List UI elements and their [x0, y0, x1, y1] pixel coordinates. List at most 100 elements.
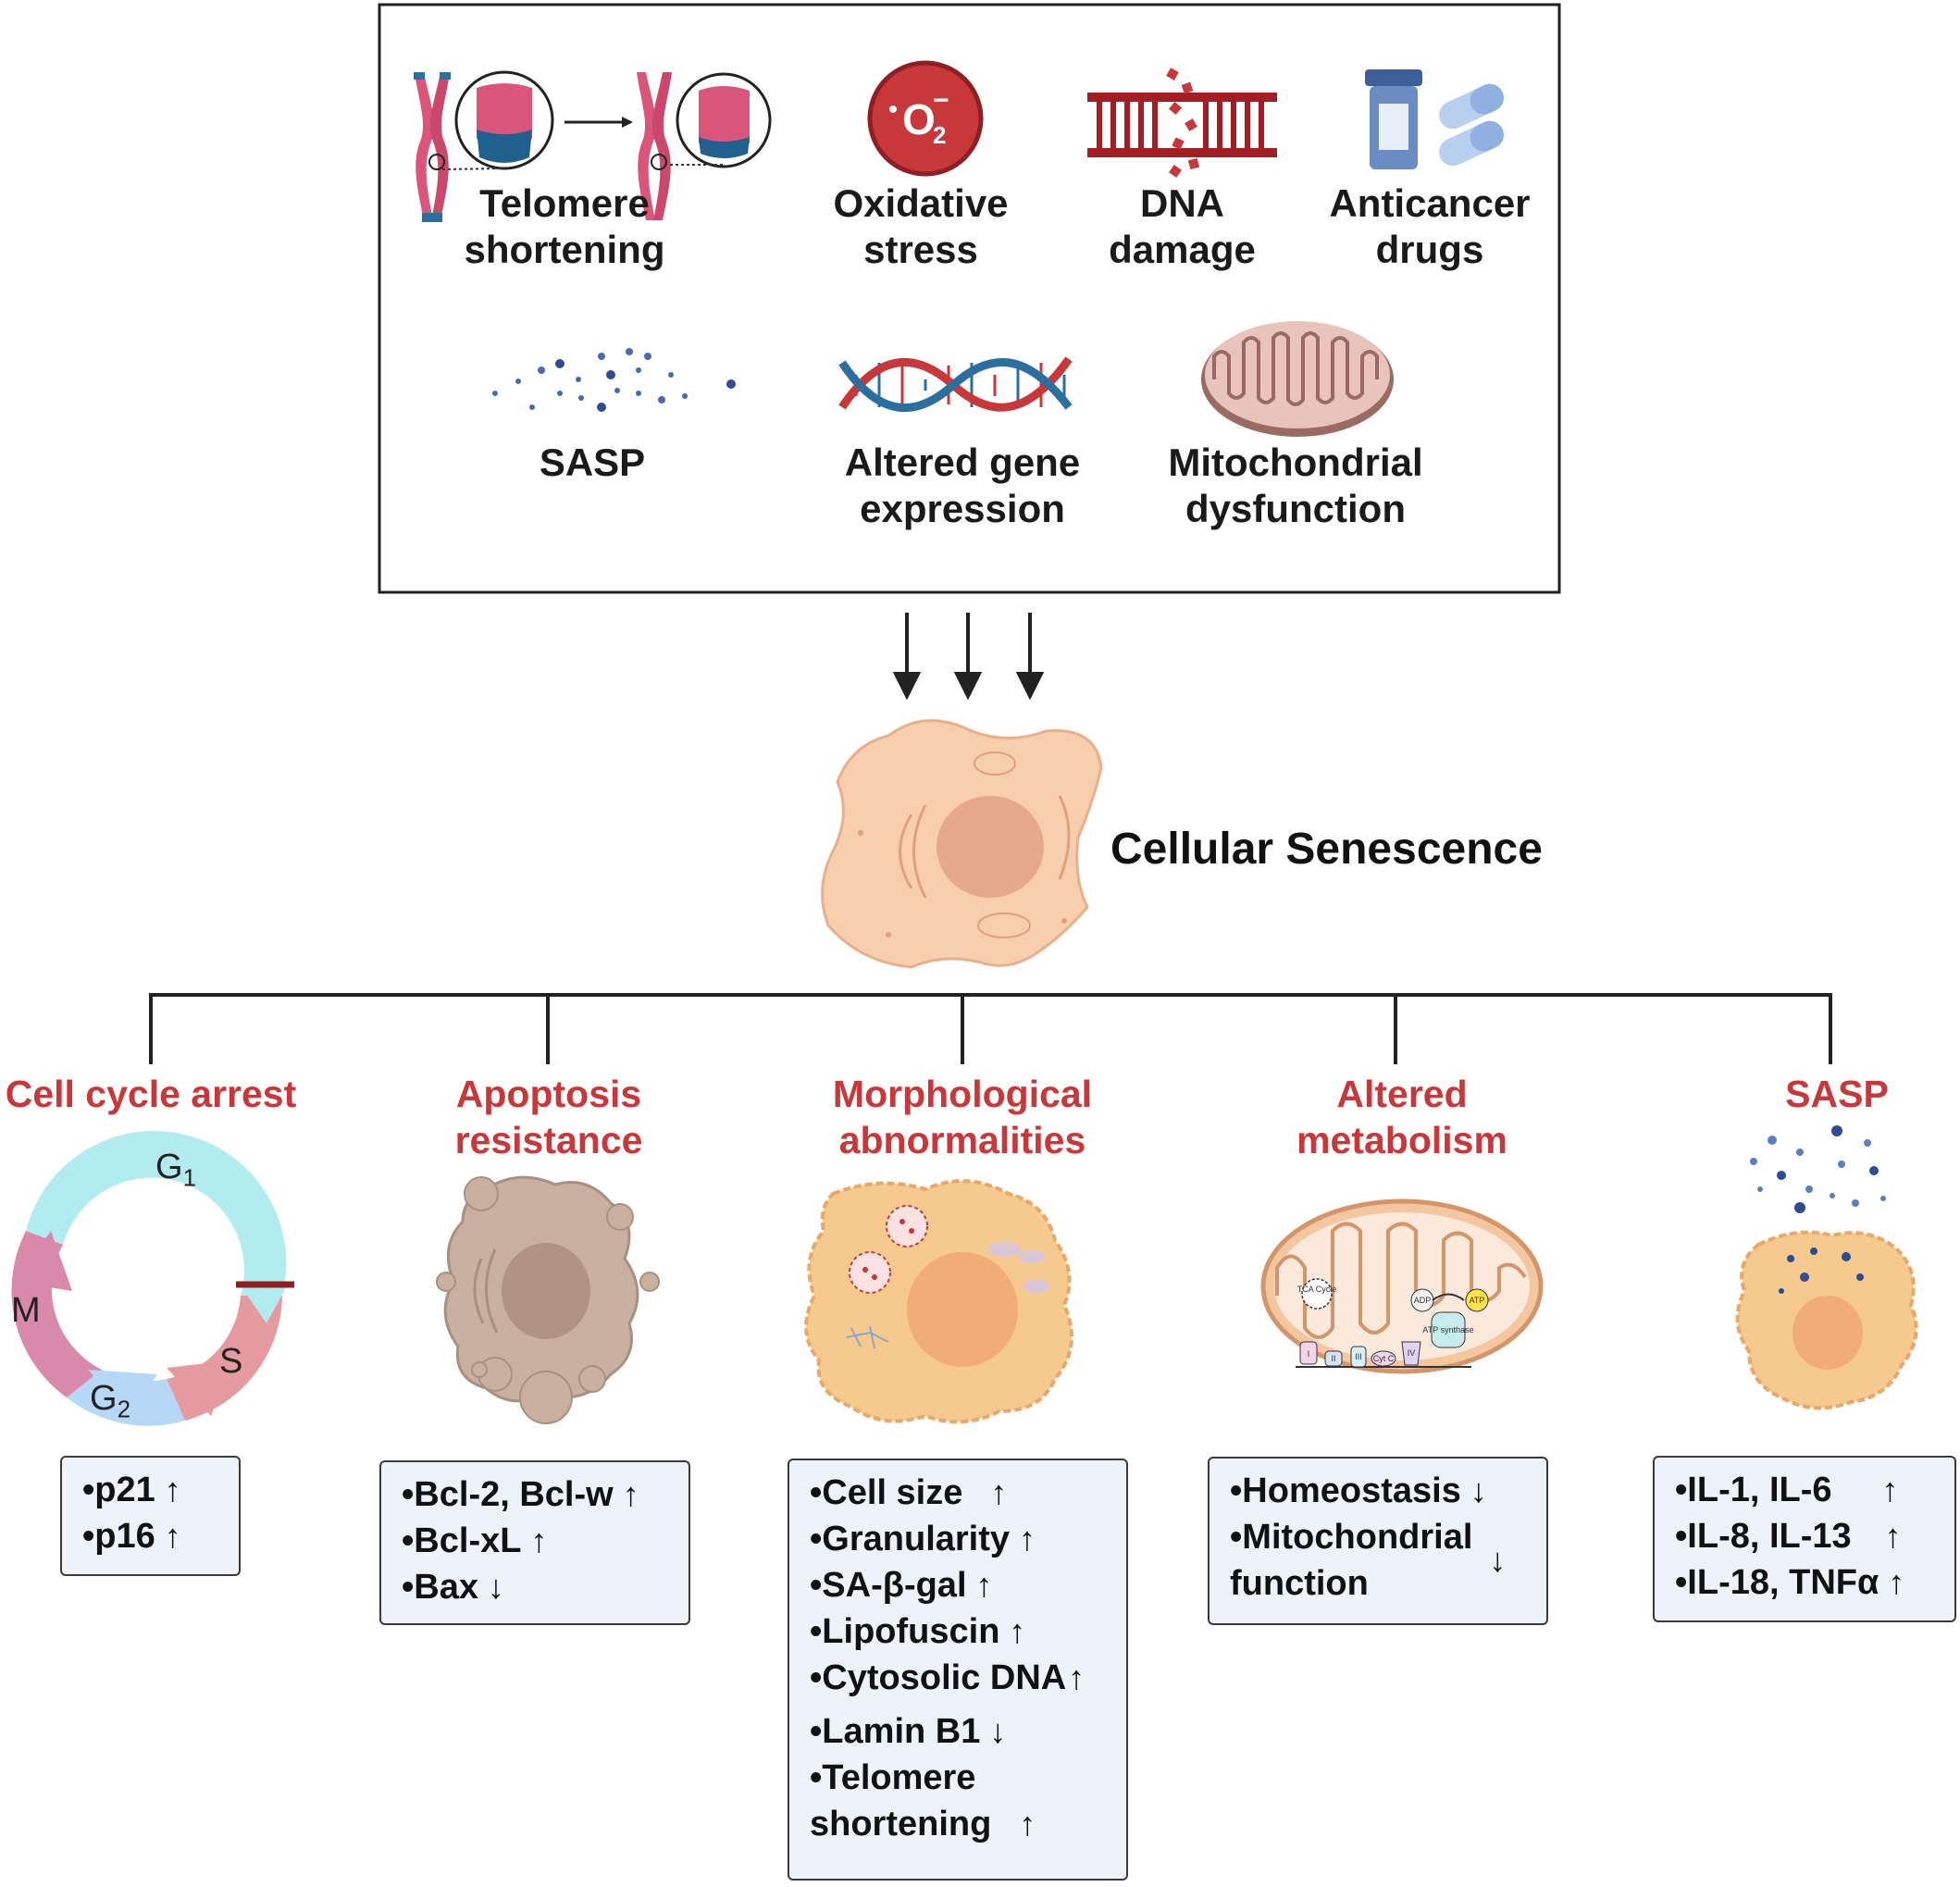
complex-ii-label: II	[1331, 1354, 1335, 1363]
sasp-particles-icon	[492, 348, 736, 412]
morphological-abnormalities-title: Morphological abnormalities	[805, 1071, 1120, 1163]
up-arrow-icon: ↑	[1884, 1517, 1902, 1555]
down-arrow-icon: ↓	[488, 1568, 505, 1606]
mitochondrion-metabolism-icon: TCA Cycle ADP ATP ATP synthase I II III …	[1260, 1198, 1544, 1374]
causes-box	[378, 3, 1561, 594]
marker-row: •SA-β-gal↑	[810, 1562, 1113, 1608]
dna-damage-label: DNA damage	[1083, 180, 1282, 273]
atp-synthase-label: ATP synthase	[1422, 1325, 1473, 1335]
cell-cycle-diagram	[11, 1131, 294, 1426]
adp-label: ADP	[1414, 1296, 1432, 1305]
tree-connector	[149, 993, 1832, 1064]
title-text: Morphological abnormalities	[832, 1073, 1093, 1161]
marker-row: •Mitochondrial function ↓	[1230, 1514, 1533, 1607]
cell-cycle-markers-box: •p21↑ •p16↑	[60, 1456, 241, 1576]
marker-text: •IL-1, IL-6	[1675, 1471, 1832, 1509]
marker-row: •p16↑	[82, 1513, 226, 1559]
marker-row: •Telomere shortening ↑	[810, 1755, 1113, 1847]
dna-helix-icon	[838, 356, 1073, 412]
phase-subscript: 2	[117, 1395, 131, 1423]
up-arrow-icon: ↑	[1068, 1658, 1085, 1696]
phase-s-label: S	[219, 1342, 243, 1381]
phase-g1-label: G1	[155, 1148, 196, 1193]
superoxide-icon: O 2 −	[867, 60, 984, 177]
senescent-cell-icon	[821, 719, 1103, 969]
cell-cycle-arrest-title: Cell cycle arrest	[0, 1071, 302, 1117]
phase-m-label: M	[11, 1291, 41, 1330]
apoptosis-markers-box: •Bcl-2, Bcl-w↑ •Bcl-xL↑ •Bax↓	[379, 1460, 690, 1625]
cellular-senescence-title: Cellular Senescence	[1110, 825, 1543, 874]
marker-row: •IL-8, IL-13 ↑	[1675, 1513, 1941, 1559]
up-arrow-icon: ↑	[990, 1473, 1008, 1511]
telomere-shortening-icon	[414, 70, 772, 222]
marker-row: •Lamin B1↓	[810, 1708, 1113, 1755]
marker-row: •p21↑	[82, 1467, 226, 1513]
marker-text: •p16	[82, 1517, 155, 1556]
oxidative-stress-label: Oxidative stress	[805, 180, 1036, 273]
marker-row: •Bcl-2, Bcl-w↑	[402, 1471, 676, 1518]
marker-text: •IL-18, TNFα	[1675, 1563, 1879, 1602]
marker-row: •IL-1, IL-6 ↑	[1675, 1467, 1941, 1513]
altered-metabolism-title: Altered metabolism	[1259, 1071, 1545, 1163]
marker-text: •Bax	[402, 1568, 479, 1607]
title-text: SASP	[1785, 1073, 1889, 1115]
marker-text: •Lamin B1	[810, 1712, 981, 1751]
marker-row: •Homeostasis↓	[1230, 1468, 1533, 1514]
label-text: Altered gene expression	[844, 441, 1081, 530]
phase-subscript: 1	[182, 1163, 197, 1192]
down-arrow-icon: ↓	[1489, 1541, 1507, 1579]
up-arrow-icon: ↑	[164, 1471, 181, 1508]
up-arrow-icon: ↑	[1009, 1612, 1026, 1650]
metabolism-markers-box: •Homeostasis↓ •Mitochondrial function↓	[1208, 1457, 1548, 1625]
up-arrow-icon: ↑	[1888, 1563, 1905, 1601]
marker-text: •SA-β-gal	[810, 1566, 967, 1605]
converging-arrows	[892, 613, 1045, 701]
marker-text: •Cell size	[810, 1473, 963, 1512]
marker-text: •Bcl-2, Bcl-w	[402, 1475, 614, 1514]
anticancer-drugs-label: Anticancer drugs	[1314, 180, 1545, 273]
marker-text: •IL-8, IL-13	[1675, 1517, 1852, 1556]
phase-g2-label: G2	[90, 1379, 130, 1424]
altered-gene-expression-label: Altered gene expression	[814, 440, 1110, 532]
mitochondrial-dysfunction-label: Mitochondrial dysfunction	[1147, 440, 1444, 532]
marker-text: •Lipofuscin	[810, 1612, 1000, 1651]
marker-text: •Telomere shortening	[810, 1758, 992, 1844]
title-text: Apoptosis resistance	[454, 1073, 643, 1161]
up-arrow-icon: ↑	[530, 1521, 548, 1559]
morphology-markers-box: •Cell size↑ •Granularity↑ •SA-β-gal↑ •Li…	[788, 1459, 1128, 1881]
telomere-shortening-label: Telomere shortening	[440, 180, 689, 273]
down-arrow-icon: ↓	[1470, 1471, 1487, 1509]
up-arrow-icon: ↑	[164, 1517, 181, 1555]
marker-row: •IL-18, TNFα↑	[1675, 1559, 1941, 1606]
svg-text:−: −	[933, 85, 949, 116]
marker-text: •Mitochondrial function	[1230, 1518, 1473, 1603]
marker-row: •Bax↓	[402, 1564, 676, 1610]
up-arrow-icon: ↑	[1019, 1520, 1036, 1558]
marker-row: •Lipofuscin↑	[810, 1608, 1113, 1655]
label-text: DNA damage	[1109, 181, 1256, 271]
svg-text:O: O	[902, 95, 936, 143]
apoptosis-resistant-cell-icon	[436, 1175, 660, 1424]
complex-iv-label: IV	[1408, 1348, 1416, 1358]
sasp-markers-box: •IL-1, IL-6↑ •IL-8, IL-13↑ •IL-18, TNFα↑	[1653, 1456, 1956, 1622]
marker-text: •p21	[82, 1471, 155, 1509]
up-arrow-icon: ↑	[1019, 1805, 1036, 1843]
marker-row: •Cell size ↑	[810, 1470, 1113, 1516]
sasp-cell-icon	[1735, 1125, 1918, 1410]
morphological-cell-icon	[804, 1179, 1073, 1424]
up-arrow-icon: ↑	[975, 1566, 993, 1604]
tca-cycle-label: TCA Cycle	[1297, 1285, 1337, 1294]
label-text: SASP	[539, 441, 646, 484]
atp-label: ATP	[1470, 1296, 1485, 1305]
up-arrow-icon: ↑	[1881, 1471, 1899, 1508]
svg-text:2: 2	[933, 121, 946, 149]
marker-text: •Bcl-xL	[402, 1521, 522, 1560]
marker-text: •Homeostasis	[1230, 1471, 1461, 1510]
label-text: Mitochondrial dysfunction	[1168, 441, 1423, 530]
label-text: Oxidative stress	[833, 181, 1009, 271]
cytochrome-c-label: Cyt C	[1373, 1354, 1395, 1363]
apoptosis-resistance-title: Apoptosis resistance	[407, 1071, 690, 1163]
marker-text: •Cytosolic DNA	[810, 1658, 1067, 1697]
